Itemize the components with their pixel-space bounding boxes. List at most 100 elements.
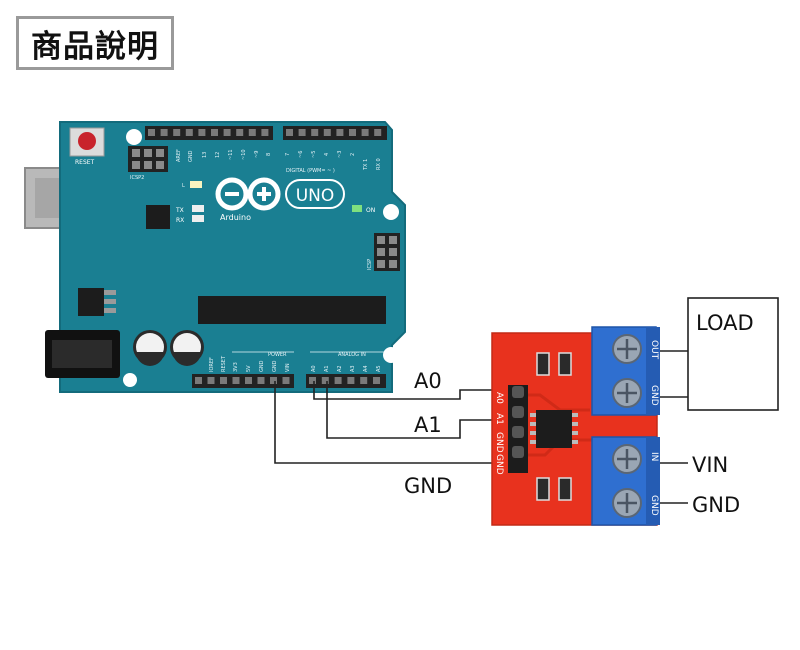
header-pin (223, 129, 231, 136)
header-pin (286, 129, 293, 136)
led-tx-label: TX (175, 207, 184, 214)
analog-pin-label-a0: A0 (311, 365, 317, 372)
module-pin-label-gnd1: GND (494, 432, 504, 453)
module-pin (512, 386, 524, 398)
arduino-board: RESET ICSP2 AREF GND 13 12 ~11 ~10 ~9 8 … (24, 121, 406, 393)
pin-label-9: ~9 (254, 151, 260, 158)
smd-resistor (536, 352, 550, 376)
aref-label: AREF (176, 149, 182, 162)
reset-button-cap (78, 132, 96, 150)
mount-hole (123, 373, 137, 387)
analog-pin-label-a4: A4 (363, 365, 369, 372)
icsp-label: ICSP (367, 259, 373, 270)
header-pin (173, 129, 181, 136)
model-label: UNO (296, 186, 335, 206)
top-gnd-label: GND (188, 150, 194, 162)
module-pin (512, 446, 524, 458)
header-pin (311, 129, 319, 136)
regulator-tab (104, 290, 116, 295)
pin-label-tx: TX 1 (363, 159, 369, 171)
power-pin-label-5v: 5V (246, 365, 252, 372)
module-pin-label-a0: A0 (494, 392, 504, 404)
label-a1: A1 (414, 413, 442, 437)
digital-label: DIGITAL (PWM= ~ ) (286, 168, 335, 174)
header-pin (349, 129, 356, 136)
usb-chip (146, 205, 170, 229)
bottom-header-pins (195, 377, 380, 384)
pin-label-13: 13 (202, 152, 208, 158)
regulator (78, 288, 104, 316)
smd-resistor (558, 477, 572, 501)
header-pin (185, 129, 193, 136)
analog-pin-label-a3: A3 (350, 365, 356, 372)
mount-hole (383, 204, 399, 220)
header-pin (361, 129, 369, 136)
led-on (352, 205, 362, 212)
arduino-logo (215, 177, 281, 211)
smd-resistor (536, 477, 550, 501)
power-label: POWER (268, 352, 287, 358)
pin-label-6: ~6 (298, 151, 304, 158)
digital-header-right (283, 126, 387, 140)
header-pin (360, 377, 368, 384)
analog-pin-label-a2: A2 (337, 365, 343, 372)
board-outline (59, 121, 406, 393)
reset-label: RESET (75, 159, 95, 166)
digital-header-pins (148, 129, 382, 136)
microcontroller (198, 296, 386, 324)
module-pin-label-gnd2: GND (494, 454, 504, 475)
regulator-tab (104, 299, 116, 304)
mount-hole (383, 347, 399, 363)
label-vin: VIN (692, 453, 728, 477)
header-pin (334, 377, 342, 384)
power-pin-label-vin: VIN (285, 363, 291, 372)
header-pin (220, 377, 227, 384)
header-pin (232, 377, 240, 384)
led-tx (192, 205, 204, 212)
power-pin-label-3v3: 3V3 (233, 362, 239, 372)
terminal-in-label-in: IN (649, 452, 659, 461)
header-pin (148, 129, 155, 136)
pcb-trace (528, 393, 590, 412)
capacitor (170, 330, 204, 366)
power-pin-label-gnd2: GND (272, 360, 278, 372)
wire-a0 (313, 381, 515, 400)
wire-gnd (274, 381, 508, 464)
led-l (190, 181, 202, 188)
header-pin (245, 377, 252, 384)
header-pin (374, 129, 382, 136)
pin-label-10: ~10 (241, 149, 247, 160)
power-pin-label-reset: RESET (221, 355, 227, 372)
pin-label-3: ~3 (337, 151, 343, 158)
analog-pin-label-a5: A5 (376, 365, 382, 372)
header-pin (298, 129, 306, 136)
label-gnd-left: GND (404, 474, 452, 498)
module-pin (512, 406, 524, 418)
module-pin-label-a1: A1 (494, 413, 504, 425)
mosfet-module: A0 A1 GND GND OU (491, 326, 660, 526)
header-pin (336, 129, 344, 136)
led-on-label: ON (366, 207, 375, 214)
terminal-out-label-gnd: GND (649, 385, 659, 406)
led-rx (192, 215, 204, 222)
pin-label-11: ~11 (228, 149, 234, 160)
label-load: LOAD (696, 311, 754, 335)
analog-pin-label-a1: A1 (324, 365, 330, 372)
terminal-out (591, 326, 660, 416)
module-pin (512, 426, 524, 438)
power-pin-label-gnd1: GND (259, 360, 265, 372)
header-pin (309, 377, 316, 384)
pin-label-8: 8 (266, 153, 272, 156)
title-box: 商品說明 (16, 16, 174, 70)
label-gnd-right: GND (692, 493, 740, 517)
header-pin (270, 377, 277, 384)
pin-label-2: 2 (350, 153, 356, 156)
capacitor (133, 330, 167, 366)
icsp-pins (377, 236, 397, 268)
uno-badge (285, 179, 345, 209)
header-pin (261, 129, 269, 136)
header-pin (282, 377, 290, 384)
header-pin (373, 377, 380, 384)
header-pin (248, 129, 256, 136)
